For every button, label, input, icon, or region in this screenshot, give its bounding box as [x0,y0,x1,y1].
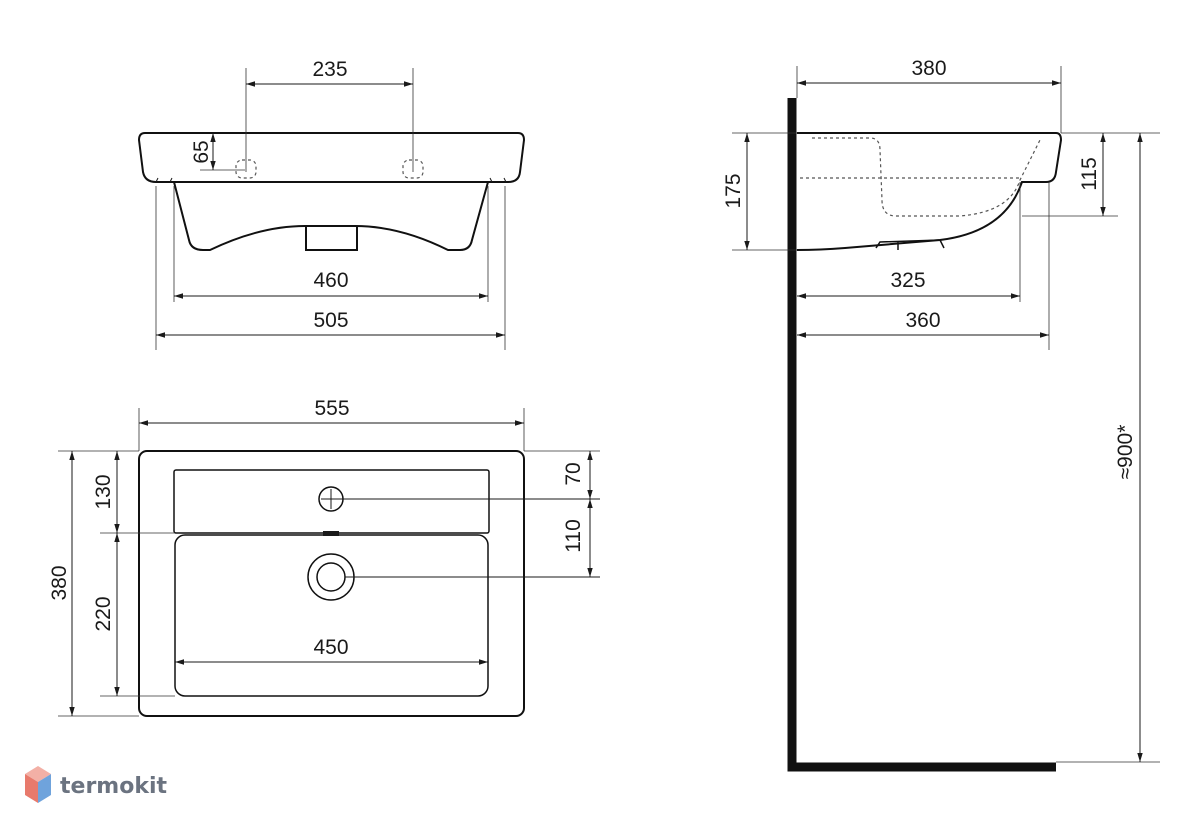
dim-bowl-width: 450 [313,636,348,659]
front-pedestal [173,181,489,251]
dim-drain-distance: 325 [890,269,925,292]
brand-name: termokit [60,774,167,799]
cube-icon [25,766,51,803]
top-view: 555 380 130 220 70 110 450 [48,397,600,717]
dim-side-depth: 380 [911,57,946,80]
drain-inner [316,562,346,592]
dim-pedestal-width: 460 [313,269,348,292]
side-outline [796,132,1063,251]
front-drain [305,226,358,251]
dim-tap-spacing: 235 [312,58,347,81]
dim-base-width: 505 [313,309,348,332]
tap-hole-right [402,159,424,179]
dim-bowl-distance: 360 [905,309,940,332]
dim-drain-offset: 110 [562,519,585,552]
front-view: 235 65 460 505 [137,58,526,350]
overflow-slot [323,531,339,536]
top-outline [138,450,525,717]
side-view: 380 175 115 325 360 ≈900* [722,57,1160,772]
termokit-logo: termokit [25,766,167,803]
top-bowl [174,534,489,697]
dim-tap-height: 65 [190,140,213,163]
dim-tap-offset: 70 [562,462,585,485]
dim-deck-depth: 130 [92,474,115,509]
dim-side-height: 175 [722,173,745,208]
dim-mount-height: ≈900* [1114,425,1137,480]
front-slab [137,132,526,183]
side-bowl-dashed [812,137,1041,217]
wall [787,98,1056,772]
dim-overall-depth: 380 [48,565,71,600]
side-drain [875,239,945,250]
tap-hole-left [235,159,257,179]
dim-bowl-depth: 220 [92,596,115,631]
dim-overall-width: 555 [314,397,349,420]
dim-rim-height: 115 [1078,157,1101,190]
